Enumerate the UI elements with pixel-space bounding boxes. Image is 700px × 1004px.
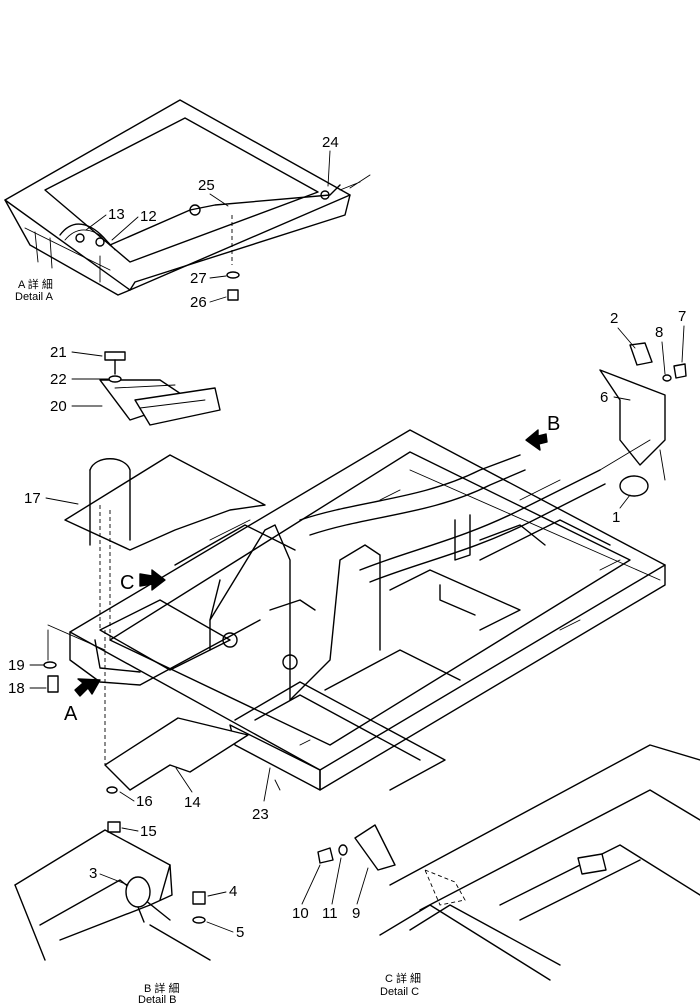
callout-25: 25 xyxy=(198,177,215,194)
bolt-icon xyxy=(47,675,59,693)
callout-9: 9 xyxy=(352,905,360,922)
plate-assembly xyxy=(64,351,266,640)
callout-1: 1 xyxy=(612,509,620,526)
callout-4: 4 xyxy=(229,883,237,900)
bolt-icon xyxy=(227,289,239,301)
callout-12: 12 xyxy=(140,208,157,225)
callout-21: 21 xyxy=(50,344,67,361)
callout-19: 19 xyxy=(8,657,25,674)
callout-24: 24 xyxy=(322,134,339,151)
light-assembly xyxy=(599,342,687,497)
lamp-lens-icon xyxy=(619,475,649,497)
callout-10: 10 xyxy=(292,905,309,922)
under-cover xyxy=(104,630,249,833)
callout-7: 7 xyxy=(678,308,686,325)
view-label-a: A xyxy=(64,703,78,725)
detail-b-caption-jp: B 詳 細 xyxy=(144,981,179,995)
revolving-frame xyxy=(69,429,666,791)
view-arrow-b-icon xyxy=(525,429,548,451)
callout-27: 27 xyxy=(190,270,207,287)
detail-b-caption-en: Detail B xyxy=(138,994,177,1004)
detail-b-view xyxy=(14,829,211,961)
callout-26: 26 xyxy=(190,294,207,311)
callout-11: 11 xyxy=(322,905,338,922)
callout-23: 23 xyxy=(252,806,269,823)
callout-5: 5 xyxy=(236,924,244,941)
lamp-icon xyxy=(629,342,653,366)
detail-c-caption-en: Detail C xyxy=(380,986,419,998)
callout-20: 20 xyxy=(50,398,67,415)
callout-16: 16 xyxy=(136,793,153,810)
detail-a-caption-jp: A 詳 細 xyxy=(18,277,53,291)
detail-a-caption-en: Detail A xyxy=(15,291,54,303)
callout-14: 14 xyxy=(184,794,201,811)
washer-icon xyxy=(43,661,57,669)
callout-3: 3 xyxy=(89,865,97,882)
detail-c-caption-jp: C 詳 細 xyxy=(385,971,421,985)
callout-6: 6 xyxy=(600,389,608,406)
callout-18: 18 xyxy=(8,680,25,697)
callout-22: 22 xyxy=(50,371,67,388)
lamp-icon xyxy=(125,876,151,908)
view-label-c: C xyxy=(120,572,134,594)
callout-8: 8 xyxy=(655,324,663,341)
detail-a-view xyxy=(4,99,371,301)
detail-c-view xyxy=(274,744,700,981)
callout-2: 2 xyxy=(610,310,618,327)
callout-13: 13 xyxy=(108,206,125,223)
callout-17: 17 xyxy=(24,490,41,507)
view-arrow-c-icon xyxy=(139,569,166,591)
view-arrow-a-icon xyxy=(74,678,101,697)
view-label-b: B xyxy=(547,413,560,435)
callout-15: 15 xyxy=(140,823,157,840)
washer-icon xyxy=(226,271,240,279)
